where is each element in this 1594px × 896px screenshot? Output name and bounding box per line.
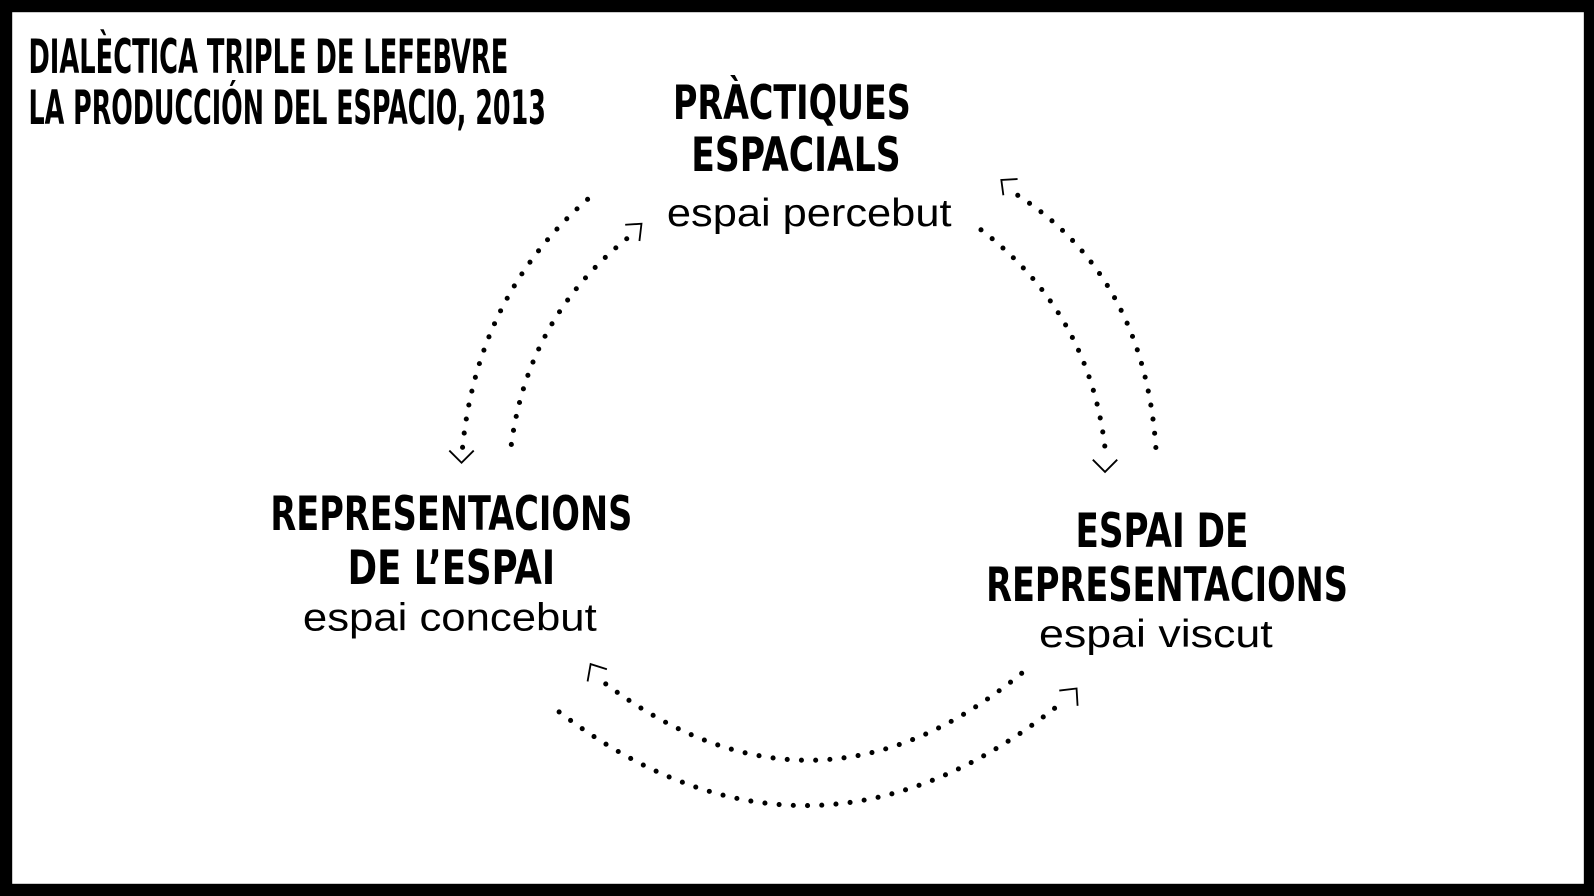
arc-conceived-to-perceived — [508, 222, 643, 447]
arc-lived-to-perceived — [1000, 178, 1159, 451]
title-line-2: LA PRODUCCIÓN DEL ESPACIO, 2013 — [28, 81, 545, 136]
node-lived-subtitle: espai viscut — [1039, 613, 1273, 656]
node-perceived-heading-2: ESPACIALS — [691, 129, 900, 183]
arc-conceived-to-lived — [556, 687, 1079, 809]
node-perceived-subtitle: espai percebut — [667, 192, 952, 235]
node-conceived-heading-2: DE L’ESPAI — [348, 542, 555, 596]
diagram-title: DIALÈCTICA TRIPLE DE LEFEBVRE LA PRODUCC… — [28, 30, 545, 136]
node-lived-space: ESPAI DE REPRESENTACIONS espai viscut — [986, 505, 1348, 656]
arrow-down-icon — [448, 449, 475, 465]
title-line-1: DIALÈCTICA TRIPLE DE LEFEBVRE — [28, 30, 508, 85]
arrow-up-left-icon — [1000, 178, 1018, 196]
node-conceived-heading-1: REPRESENTACIONS — [270, 488, 632, 542]
arc-perceived-to-conceived — [448, 196, 591, 465]
node-conceived-subtitle: espai concebut — [303, 597, 597, 640]
node-lived-heading-2: REPRESENTACIONS — [986, 559, 1348, 613]
arc-perceived-to-lived — [978, 227, 1118, 474]
arrow-up-right-icon — [1059, 687, 1079, 706]
arrow-down-icon — [1092, 459, 1118, 474]
arrow-up-right-icon — [625, 222, 643, 242]
arrow-up-left-icon — [586, 662, 608, 682]
arc-lived-to-conceived — [586, 662, 1025, 763]
frame-background — [12, 12, 1584, 884]
node-lived-heading-1: ESPAI DE — [1076, 505, 1249, 559]
node-perceived-space: PRÀCTIQUES ESPACIALS espai percebut — [667, 76, 952, 235]
node-conceived-space: REPRESENTACIONS DE L’ESPAI espai concebu… — [270, 488, 632, 640]
node-perceived-heading-1: PRÀCTIQUES — [673, 76, 911, 131]
